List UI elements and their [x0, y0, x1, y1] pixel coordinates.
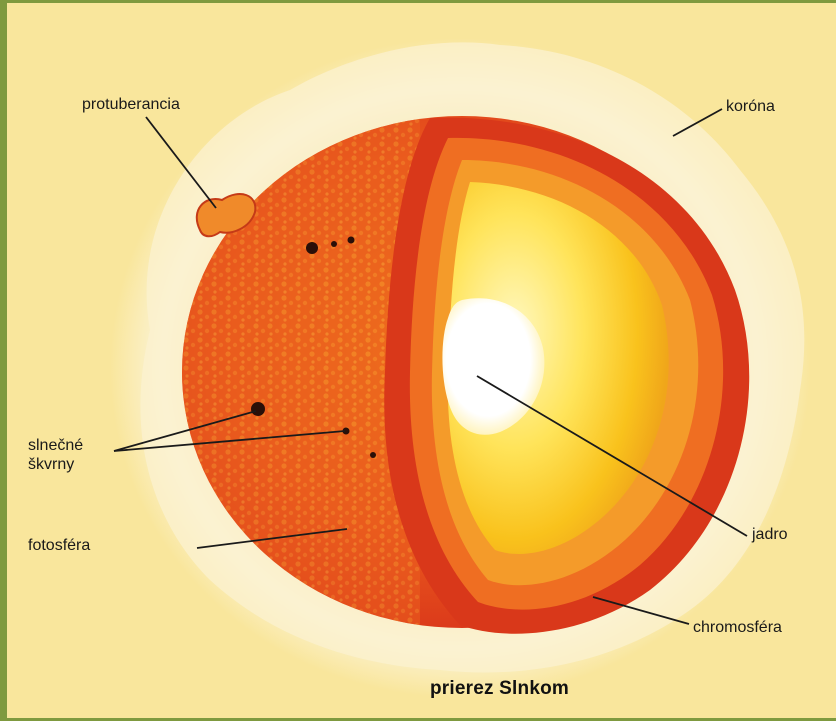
label-fotosfera: fotosféra	[28, 536, 90, 556]
label-chromosfera: chromosféra	[693, 618, 782, 638]
label-slnecne-skvrny-line2: škvrny	[28, 455, 74, 475]
label-korona: koróna	[726, 97, 775, 117]
label-slnecne-skvrny-line1: slnečné	[28, 436, 83, 456]
diagram-caption: prierez Slnkom	[430, 678, 569, 700]
label-jadro: jadro	[752, 525, 788, 545]
label-protuberancia: protuberancia	[82, 95, 180, 115]
